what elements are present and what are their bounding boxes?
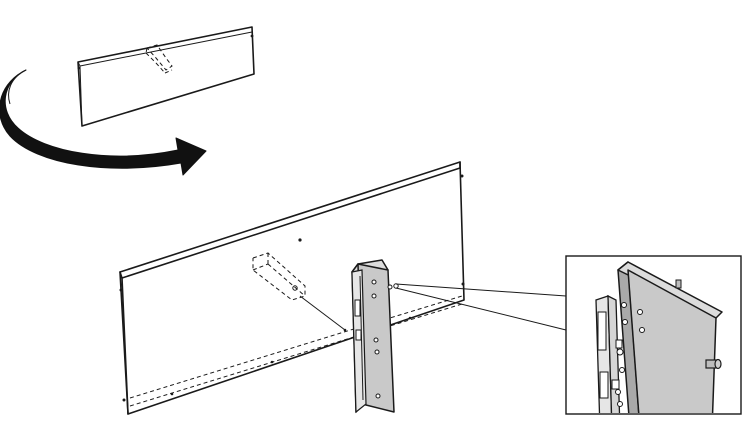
- small-panel: [77, 26, 255, 127]
- detail-view: [565, 255, 742, 415]
- rotate-arrow-icon: [0, 69, 207, 176]
- mounting-bracket: [351, 259, 395, 414]
- large-panel: [119, 161, 465, 415]
- large-panel-hidden-block: [252, 252, 306, 301]
- large-panel-hidden-rail: [129, 295, 463, 407]
- detail-callout-lines: [393, 283, 567, 331]
- small-panel-hidden-block: [145, 44, 173, 74]
- detail-pin: [705, 358, 722, 370]
